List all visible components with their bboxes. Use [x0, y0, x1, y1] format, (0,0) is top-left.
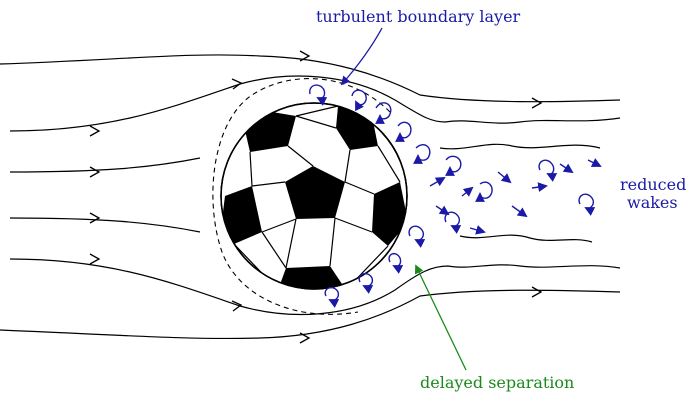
- flow-arrow: [89, 125, 101, 137]
- flow-arrows: [89, 50, 543, 344]
- soccer-ball-icon: [220, 102, 408, 290]
- wakes-label-line2: wakes: [627, 193, 678, 212]
- vortex: [388, 252, 404, 274]
- separation-label: delayed separation: [420, 373, 574, 392]
- streamline-2: [9, 75, 621, 132]
- wakes-label-line1: reduced: [620, 175, 686, 194]
- vortex: [309, 84, 328, 106]
- streamline-6: [0, 289, 621, 340]
- vortex: [538, 159, 558, 182]
- vortex: [531, 182, 548, 192]
- vortex: [461, 186, 474, 197]
- flow-arrow: [299, 50, 311, 62]
- boundary-layer-pointer-arrow: [340, 27, 383, 86]
- vortex: [469, 225, 486, 235]
- vortex: [587, 158, 602, 167]
- flow-arrow: [531, 97, 543, 109]
- vortex: [497, 171, 512, 184]
- vortex: [511, 205, 528, 218]
- streamline-4: [9, 217, 201, 233]
- vortex: [578, 193, 596, 216]
- vortex: [429, 177, 446, 187]
- vortex: [444, 211, 462, 234]
- vortices: [309, 84, 602, 308]
- vortex: [324, 286, 340, 308]
- streamline-7: [439, 143, 601, 150]
- vortex: [395, 121, 412, 142]
- flow-arrow: [231, 78, 243, 90]
- flow-arrow: [299, 332, 311, 344]
- flow-arrow: [89, 212, 101, 224]
- streamline-5: [9, 258, 621, 316]
- vortex: [559, 163, 574, 174]
- streamline-3: [9, 157, 201, 173]
- vortex: [475, 181, 493, 202]
- flow-arrow: [89, 253, 101, 265]
- flow-arrow: [89, 166, 101, 178]
- vortex: [408, 225, 426, 248]
- boundary-layer-outline: [212, 78, 391, 315]
- streamline-8: [459, 234, 593, 243]
- flow-arrow: [231, 300, 243, 312]
- vortex: [445, 155, 462, 176]
- vortex: [375, 102, 392, 124]
- vortex: [358, 272, 374, 294]
- boundary-layer-label: turbulent boundary layer: [316, 7, 521, 26]
- streamlines: [0, 54, 621, 340]
- flow-arrow: [531, 286, 543, 298]
- vortex: [413, 144, 431, 164]
- vortex: [435, 205, 450, 216]
- separation-pointer-arrow: [414, 264, 467, 371]
- vortex: [351, 89, 367, 112]
- streamline-1: [0, 54, 621, 103]
